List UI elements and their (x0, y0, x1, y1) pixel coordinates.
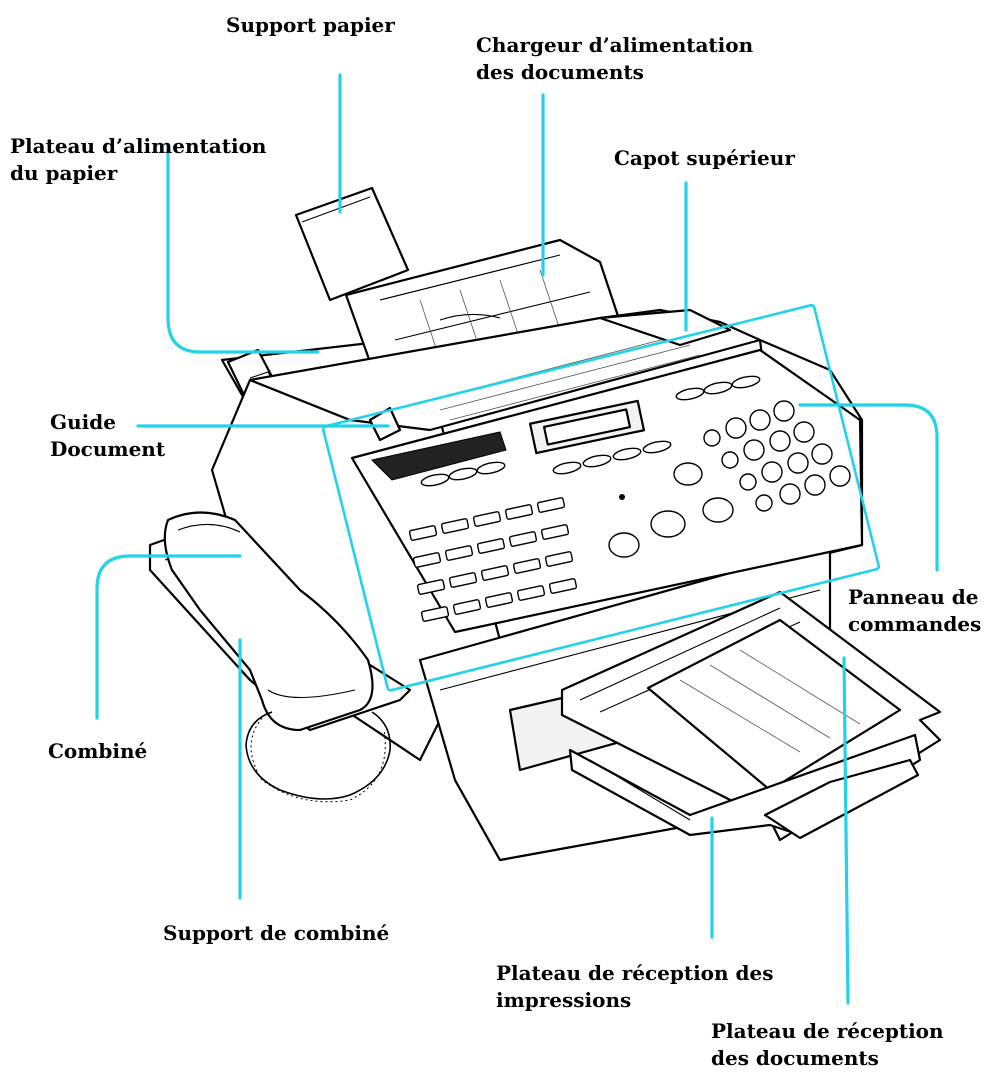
label-support-combine: Support de combiné (163, 921, 390, 945)
label-panneau-commandes: Panneau de commandes (848, 585, 982, 636)
label-plateau-documents: Plateau de réception des documents (711, 1019, 944, 1070)
handset-cord (245, 711, 391, 803)
label-support-papier: Support papier (226, 13, 395, 37)
leader-lines (95, 73, 939, 1005)
label-guide-document: Guide Document (50, 410, 166, 461)
label-combine: Combiné (48, 739, 148, 763)
control-panel-illustration (350, 348, 864, 634)
print-output-tray (568, 733, 922, 840)
label-plateau-impressions: Plateau de réception des impressions (496, 961, 774, 1012)
label-capot-superieur: Capot supérieur (614, 146, 795, 170)
label-plateau-papier: Plateau d’alimentation du papier (10, 134, 267, 185)
document-feeder (344, 238, 622, 380)
label-chargeur-documents: Chargeur d’alimentation des documents (476, 33, 754, 84)
handset (163, 511, 374, 732)
paper-support (294, 186, 410, 302)
